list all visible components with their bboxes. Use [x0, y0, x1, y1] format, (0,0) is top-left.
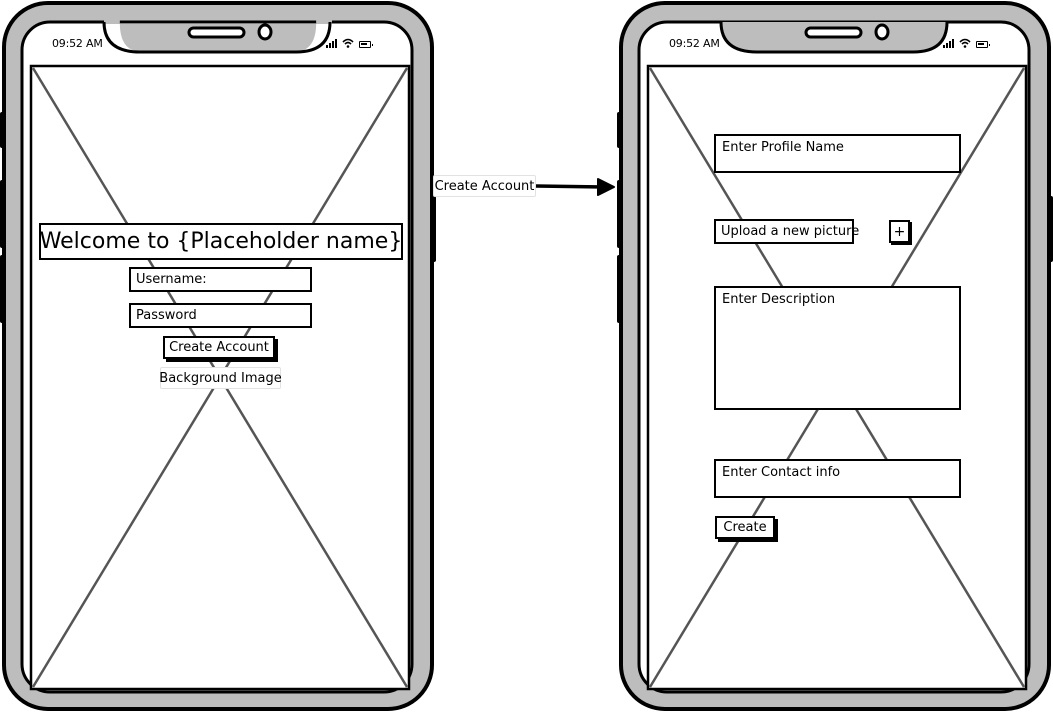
contact-info-field[interactable]: Enter Contact info [714, 459, 961, 498]
create-button[interactable]: Create [715, 516, 775, 539]
camera-icon [874, 23, 890, 41]
background-image-label: Background Image [159, 367, 282, 389]
status-time: 09:52 AM [669, 37, 720, 50]
speaker-icon [804, 26, 863, 39]
status-icons [943, 38, 990, 48]
profile-name-field[interactable]: Enter Profile Name [714, 134, 961, 173]
signal-icon [326, 38, 337, 48]
password-field[interactable]: Password [129, 303, 312, 328]
add-picture-button[interactable]: + [889, 220, 910, 243]
upload-picture-field[interactable]: Upload a new picture [714, 219, 859, 244]
battery-icon [976, 41, 990, 48]
status-time: 09:52 AM [52, 37, 103, 50]
wifi-icon [959, 38, 971, 48]
create-account-transition-label: Create Account [433, 175, 536, 197]
signal-icon [943, 38, 954, 48]
create-account-button[interactable]: Create Account [163, 336, 275, 359]
camera-icon [257, 23, 273, 41]
description-field[interactable]: Enter Description [714, 286, 961, 410]
battery-icon [359, 41, 373, 48]
wifi-icon [342, 38, 354, 48]
status-icons [326, 38, 373, 48]
speaker-icon [187, 26, 246, 39]
username-field[interactable]: Username: [129, 267, 312, 292]
arrow-right-icon [535, 178, 615, 196]
welcome-heading: Welcome to {Placeholder name} [39, 223, 403, 260]
